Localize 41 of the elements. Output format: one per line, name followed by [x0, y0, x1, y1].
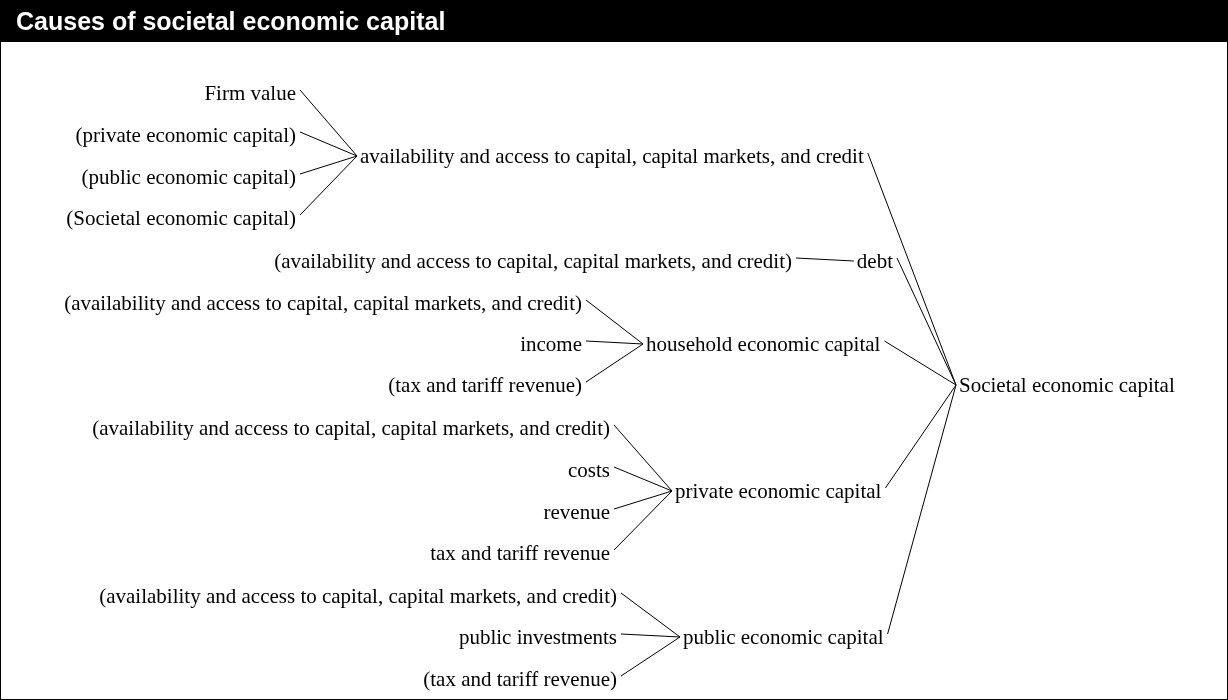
cause-label: (availability and access to capital, capital markets, and credit) — [274, 249, 792, 273]
connector-line — [585, 299, 644, 345]
cause-label: revenue — [543, 500, 610, 524]
connector-line — [299, 89, 358, 157]
cause-label: debt — [856, 249, 893, 273]
connector-line — [613, 490, 673, 551]
cause-label: (Societal economic capital) — [66, 206, 296, 230]
cause-label: household economic capital — [646, 332, 881, 356]
cause-label: income — [520, 332, 582, 356]
cause-label: availability and access to capital, capital markets, and credit — [360, 144, 864, 168]
cause-label: (availability and access to capital, capital markets, and credit) — [92, 416, 610, 440]
connector-line — [620, 633, 681, 638]
connector-line — [795, 257, 855, 262]
cause-label: tax and tariff revenue — [430, 541, 610, 565]
cause-label: costs — [568, 458, 610, 482]
connector-line — [299, 131, 358, 157]
connector-line — [884, 384, 957, 489]
cause-label: Firm value — [204, 81, 296, 105]
connector-line — [613, 490, 673, 510]
cause-label: (private economic capital) — [75, 123, 296, 147]
connector-line — [896, 257, 957, 386]
connector-line — [883, 340, 957, 386]
connector-line — [585, 340, 644, 345]
cause-label: private economic capital — [675, 479, 882, 503]
cause-label: (availability and access to capital, capital markets, and credit) — [64, 291, 582, 315]
cause-label: public investments — [458, 625, 617, 649]
cause-label: (tax and tariff revenue) — [423, 667, 617, 691]
cause-label: (availability and access to capital, capital markets, and credit) — [99, 584, 617, 608]
cause-label: Societal economic capital — [959, 373, 1175, 397]
connector-line — [585, 343, 644, 383]
connector-line — [613, 424, 673, 492]
connector-line — [620, 592, 681, 638]
connector-line — [299, 155, 358, 175]
connector-line — [620, 636, 681, 677]
title-bar: Causes of societal economic capital — [0, 0, 1228, 42]
connector-line — [613, 466, 673, 492]
connector-line — [299, 155, 358, 216]
cause-label: (public economic capital) — [81, 165, 296, 189]
cause-label: public economic capital — [683, 625, 884, 649]
connector-line — [887, 384, 957, 635]
cause-label: (tax and tariff revenue) — [388, 373, 582, 397]
